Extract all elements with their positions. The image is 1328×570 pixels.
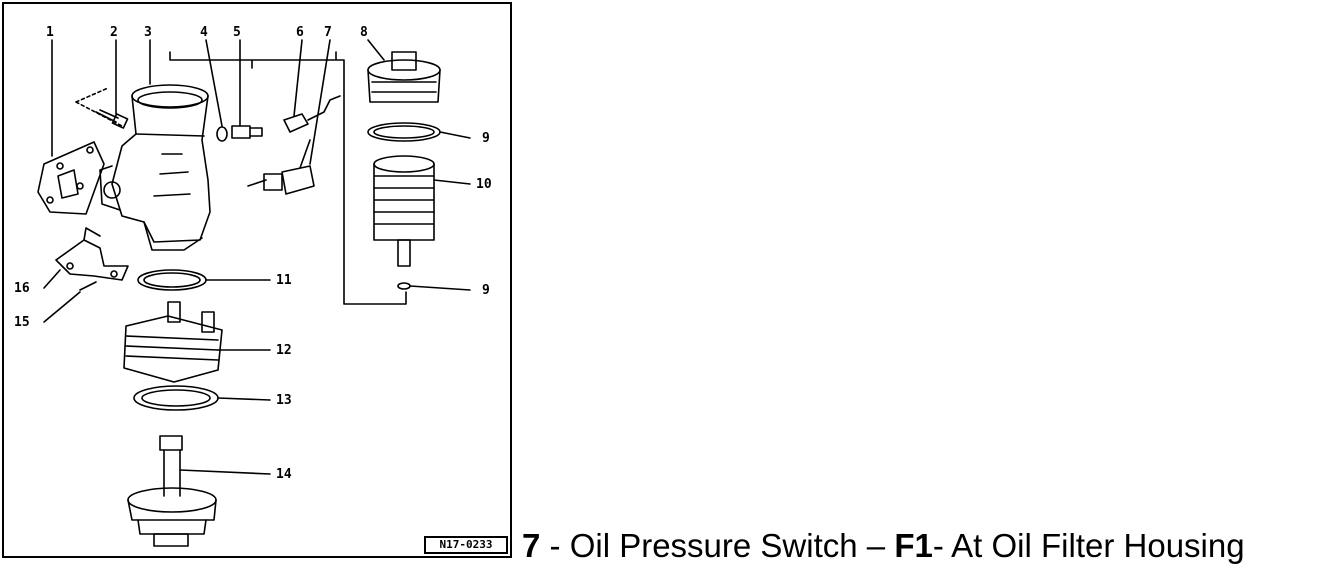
callout-8: 8 <box>360 25 368 40</box>
leader-10 <box>433 179 471 185</box>
leader-14 <box>179 469 271 475</box>
part-2-bolt <box>95 109 129 129</box>
exploded-parts-diagram: 1 2 3 4 5 6 7 8 9 10 9 11 12 13 14 15 16 <box>14 25 492 547</box>
callout-9: 9 <box>482 131 490 146</box>
callout-16: 16 <box>14 281 30 296</box>
part-12-oil-cooler <box>123 301 223 383</box>
part-9-small-o-ring <box>397 282 411 290</box>
part-8-filter-cap <box>367 51 441 103</box>
part-1-gasket <box>37 141 105 215</box>
callout-4: 4 <box>200 25 208 40</box>
part-6-sender <box>283 95 341 133</box>
callout-1: 1 <box>46 25 54 40</box>
reference-code: N17-0233 <box>424 536 508 554</box>
callout-6: 6 <box>296 25 304 40</box>
leader-9b <box>409 285 471 291</box>
leader-7 <box>309 39 331 165</box>
leader-4 <box>205 39 223 127</box>
callout-14: 14 <box>276 467 292 482</box>
caption-code: F1 <box>894 527 933 564</box>
leader-15 <box>43 291 81 323</box>
part-3-oil-filter-housing <box>99 84 211 251</box>
caption-separator: - <box>540 527 570 564</box>
caption-dash: – <box>857 527 895 564</box>
callout-11: 11 <box>276 273 292 288</box>
part-5-fitting <box>231 125 263 139</box>
leader-9 <box>439 131 471 139</box>
part-16-bracket <box>55 227 129 281</box>
callout-13: 13 <box>276 393 292 408</box>
leader-6 <box>293 39 303 117</box>
caption-location: - At Oil Filter Housing <box>932 527 1245 564</box>
callout-15: 15 <box>14 315 30 330</box>
caption-part-name: Oil Pressure Switch <box>569 527 858 564</box>
alignment-line <box>75 87 123 127</box>
callout-7: 7 <box>324 25 332 40</box>
caption: 7 - Oil Pressure Switch – F1- At Oil Fil… <box>522 526 1245 566</box>
part-4-seal <box>216 126 228 142</box>
callout-12: 12 <box>276 343 292 358</box>
callout-10: 10 <box>476 177 492 192</box>
callout-3: 3 <box>144 25 152 40</box>
diagram-frame: 1 2 3 4 5 6 7 8 9 10 9 11 12 13 14 15 16… <box>2 2 512 558</box>
callout-2: 2 <box>110 25 118 40</box>
part-15-screw <box>79 281 97 291</box>
callout-5: 5 <box>233 25 241 40</box>
part-10-filter-element <box>373 155 435 267</box>
callout-9b: 9 <box>482 283 490 298</box>
caption-part-number: 7 <box>522 527 541 564</box>
part-14-union <box>127 435 217 547</box>
leader-13 <box>217 397 271 401</box>
leader-8 <box>367 39 385 61</box>
leader-16 <box>43 269 61 289</box>
assembly-bracket-line <box>169 51 407 305</box>
part-7-oil-pressure-switch <box>247 139 315 195</box>
